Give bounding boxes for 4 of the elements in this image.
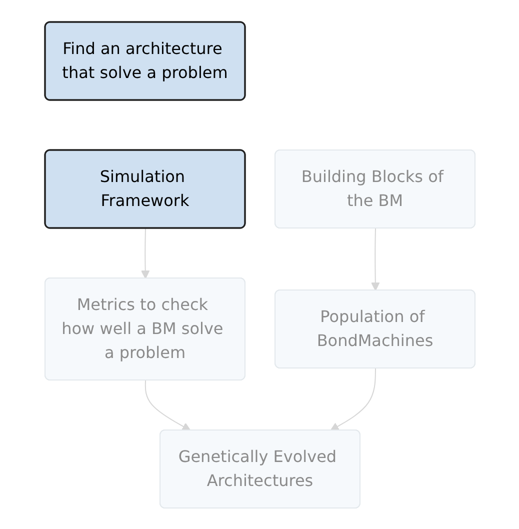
arrow xyxy=(370,228,380,290)
arrow xyxy=(144,380,190,430)
arrow xyxy=(140,228,150,278)
arrow xyxy=(330,368,376,430)
